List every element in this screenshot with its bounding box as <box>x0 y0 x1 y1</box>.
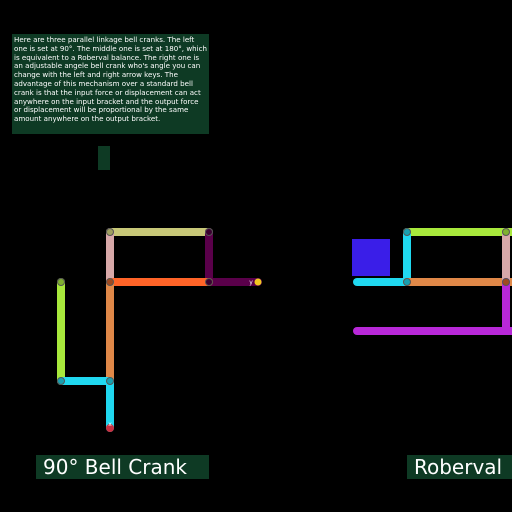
pivot-joint <box>106 228 114 236</box>
small-panel <box>98 146 110 170</box>
pivot-joint <box>403 278 411 286</box>
output-point-label: y <box>249 279 253 286</box>
input-point-marker[interactable] <box>106 424 114 432</box>
input-point-label: x <box>108 421 112 428</box>
info-text: Here are three parallel linkage bell cra… <box>14 35 207 124</box>
pivot-joint <box>205 228 213 236</box>
pivot-joint <box>57 278 65 286</box>
pivot-joint <box>403 228 411 236</box>
pivot-joint <box>502 228 510 236</box>
bell-crank-label: 90° Bell Crank <box>36 455 209 479</box>
pivot-joint <box>502 278 510 286</box>
pivot-joint <box>57 377 65 385</box>
info-panel: Here are three parallel linkage bell cra… <box>12 34 209 134</box>
pivot-joint <box>106 377 114 385</box>
pivot-joint <box>106 278 114 286</box>
pivot-joint <box>205 278 213 286</box>
roberval-label: Roberval <box>407 455 512 479</box>
output-point-marker[interactable] <box>254 278 262 286</box>
roberval-weight-block[interactable] <box>352 239 390 276</box>
